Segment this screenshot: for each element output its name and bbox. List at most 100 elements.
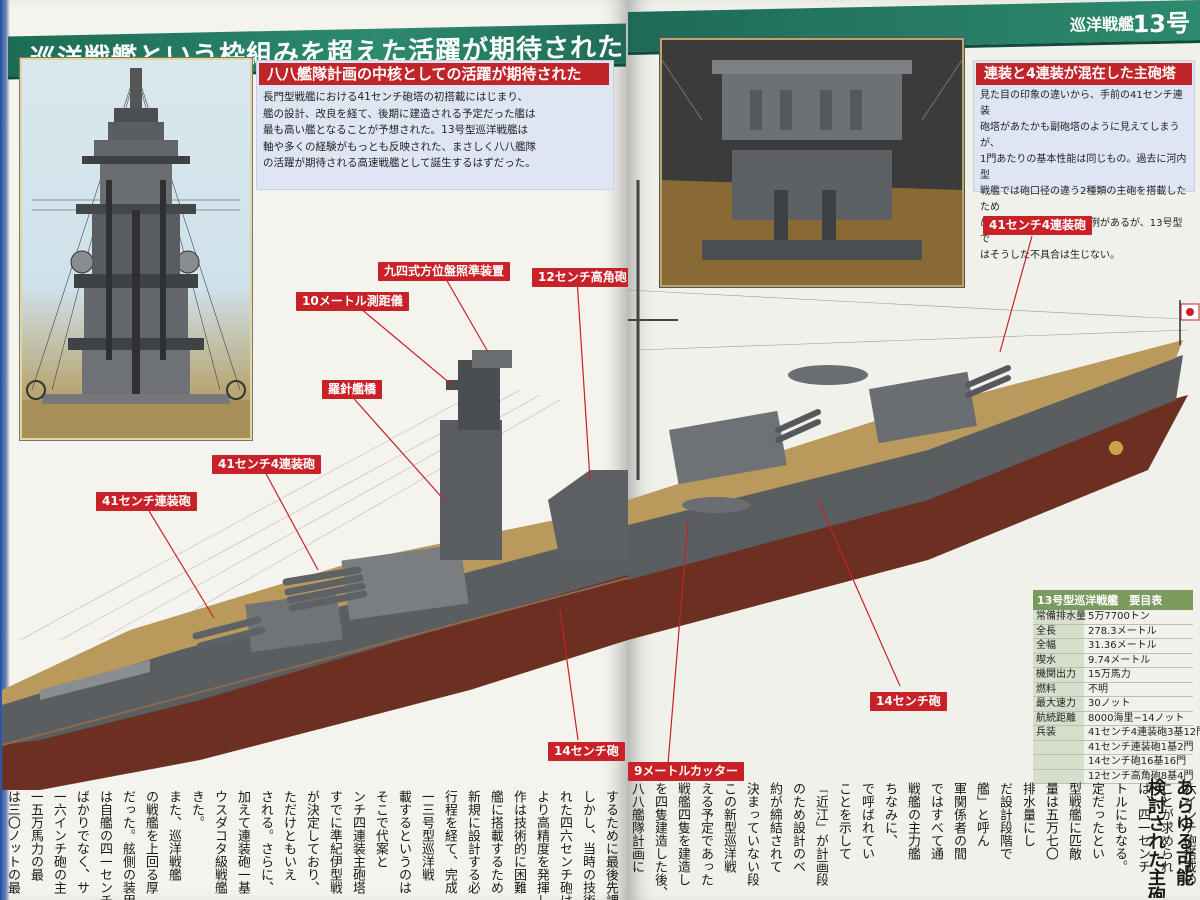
spec-key: 常備排水量 xyxy=(1033,610,1086,624)
spec-key xyxy=(1033,769,1084,783)
body-column: は、四一センチ xyxy=(1135,782,1150,873)
corner-heading: あらゆる可能 検討された主砲 xyxy=(1142,778,1196,898)
body-column: のため設計のベ xyxy=(790,782,805,873)
body-column: 艦」と呼ん xyxy=(974,782,989,847)
spec-value: 14センチ砲16基16門 xyxy=(1088,756,1187,767)
body-column: は三〇ノットの最 xyxy=(5,790,20,894)
right-body-text: ンチ砲の搭載が検でに設計が終わっダコタ級戦艦の搭六インチ砲搭載のことが求められは… xyxy=(628,782,1200,892)
spec-row: 燃料不明 xyxy=(1033,682,1193,697)
body-column: ではすべて通 xyxy=(928,782,943,860)
right-page: 巡洋戦艦 13号 連装と4連装が混在した主砲塔 見た目の印象の違いから、手前の4… xyxy=(628,0,1200,900)
body-column: 加えて連装砲一基 xyxy=(235,790,250,894)
callout-quad-turret-right: 41センチ4連装砲 xyxy=(983,216,1093,235)
body-column: ただけともいえ xyxy=(281,790,296,881)
body-column: が決定しており、 xyxy=(304,790,319,894)
callout-aa-gun: 12センチ高角砲 xyxy=(532,268,628,287)
left-lead-box: 八八艦隊計画の中核としての活躍が期待された 長門型戦艦における41センチ砲塔の初… xyxy=(256,60,614,190)
left-lead-line: 長門型戦艦における41センチ砲塔の初搭載にはじまり、 xyxy=(263,91,528,103)
left-lead-line: 軸や多くの経験がもっとも反映された、まさしく八八艦隊 xyxy=(263,140,536,153)
callout-secondary-gun: 14センチ砲 xyxy=(548,742,625,761)
body-column: すでに準紀伊型戦 xyxy=(327,790,342,894)
spec-key: 最大速力 xyxy=(1033,697,1084,711)
callout-cutter: 9メートルカッター xyxy=(628,762,744,781)
body-column: 行程を経て、完成 xyxy=(442,790,457,894)
spec-key: 喫水 xyxy=(1033,653,1084,667)
spec-key: 航続距離 xyxy=(1033,711,1084,725)
spec-key xyxy=(1033,755,1084,769)
body-column: 一三号型巡洋戦 xyxy=(419,790,434,881)
body-column: ことが求められ xyxy=(1158,782,1173,873)
left-lead-line: の活躍が期待される高速戦艦として誕生するはずだった。 xyxy=(263,157,536,169)
body-column: ちなみに、 xyxy=(882,782,897,847)
spec-value: 不明 xyxy=(1088,683,1108,695)
body-column: れた四六センチ砲は xyxy=(557,790,572,900)
spec-value: 41センチ4連装砲3基12門 xyxy=(1088,727,1200,738)
body-column: 一六インチ砲の主 xyxy=(51,790,66,894)
body-column: だった。舷側の装甲 xyxy=(120,790,135,900)
body-column: より高精度を発揮し xyxy=(534,790,549,900)
body-column: される。さらに、 xyxy=(258,790,273,894)
body-column: この新型巡洋戦 xyxy=(721,782,736,873)
spec-key: 全長 xyxy=(1033,624,1084,638)
body-column: 八八艦隊計画に xyxy=(629,782,644,873)
body-column: 定だったとい xyxy=(1089,782,1104,860)
callout-twin-turret: 41センチ連装砲 xyxy=(96,492,197,511)
spec-value: 8000海里−14ノット xyxy=(1088,712,1185,724)
body-column: を四隻建造した後、 xyxy=(652,782,667,892)
spec-row: 41センチ連装砲1基2門 xyxy=(1033,740,1194,755)
callout-quad-turret: 41センチ4連装砲 xyxy=(212,455,322,474)
spec-table-title: 13号型巡洋戦艦 要目表 xyxy=(1033,590,1193,610)
spec-value: 41センチ連装砲1基2門 xyxy=(1088,741,1194,753)
ship-illustration-bow xyxy=(1,278,628,790)
spec-key: 燃料 xyxy=(1033,682,1084,696)
body-column: 戦艦四隻を建造し xyxy=(675,782,690,886)
body-column: える予定であった xyxy=(698,782,713,886)
spec-value: 15万馬力 xyxy=(1088,669,1131,680)
tower-front-illustration xyxy=(20,58,252,440)
spec-row: 12センチ高角砲8基4門 xyxy=(1033,769,1194,784)
spec-key: 機関出力 xyxy=(1033,668,1084,682)
body-column: トルにもなる。 xyxy=(1112,782,1127,873)
spec-key xyxy=(1033,740,1084,754)
body-column: 型戦艦に匹敵 xyxy=(1066,782,1081,860)
ship-illustration-stern xyxy=(628,180,1200,765)
left-page: 巡洋戦艦という枠組みを超えた活躍が期待された xyxy=(0,0,628,900)
body-column: だ設計段階で xyxy=(997,782,1012,860)
body-column: 艦に搭載するため xyxy=(488,790,503,894)
spec-row: 14センチ砲16基16門 xyxy=(1033,755,1193,770)
body-column: しかし、当時の技術で xyxy=(580,790,595,900)
body-column: 排水量にし xyxy=(1020,782,1035,847)
spec-value: 278.3メートル xyxy=(1088,625,1157,637)
callout-fire-control: 九四式方位盤照準装置 xyxy=(378,262,511,281)
body-column: 六インチ砲搭載の xyxy=(1181,782,1196,886)
body-column: の戦艦を上回る厚 xyxy=(143,790,158,894)
right-lead-box: 連装と4連装が混在した主砲塔 見た目の印象の違いから、手前の41センチ連装 砲塔… xyxy=(973,60,1195,261)
body-column: 軍関係者の間 xyxy=(951,782,966,860)
spec-value: 5万7700トン xyxy=(1088,611,1150,622)
right-lead-line: 砲塔があたかも副砲塔のように見えてしまうが、 xyxy=(980,122,1180,149)
body-column: 作は技術的に困難 xyxy=(511,790,526,894)
callout-secondary-gun-right: 14センチ砲 xyxy=(870,692,947,711)
spec-value: 12センチ高角砲8基4門 xyxy=(1088,770,1194,782)
right-lead-title: 連装と4連装が混在した主砲塔 xyxy=(976,63,1192,85)
turret-drawing xyxy=(661,40,963,285)
body-column: は自艦の四一センチ xyxy=(97,790,112,900)
right-lead-line: はそうした不具合は生じない。 xyxy=(980,250,1120,261)
body-column: ことを示して xyxy=(836,782,851,860)
corner-heading-line: あらゆる可能 xyxy=(1173,778,1194,886)
body-column: 新規に設計する必 xyxy=(465,790,480,894)
body-column: 量は五万七〇 xyxy=(1043,782,1058,860)
body-column: 決まっていない段 xyxy=(744,782,759,886)
body-column: ウスダコタ級戦艦 xyxy=(212,790,227,894)
body-column: また、巡洋戦艦 xyxy=(166,790,181,881)
spec-row: 機関出力 15万馬力 xyxy=(1033,668,1193,683)
body-column: そこで代案と xyxy=(373,790,388,868)
body-column: ンチ四連装主砲塔 xyxy=(350,790,365,894)
spec-row: 航続距離 8000海里−14ノット xyxy=(1033,711,1193,726)
left-lead-line: 最も高い艦となることが予想された。13号型巡洋戦艦は xyxy=(263,124,529,136)
